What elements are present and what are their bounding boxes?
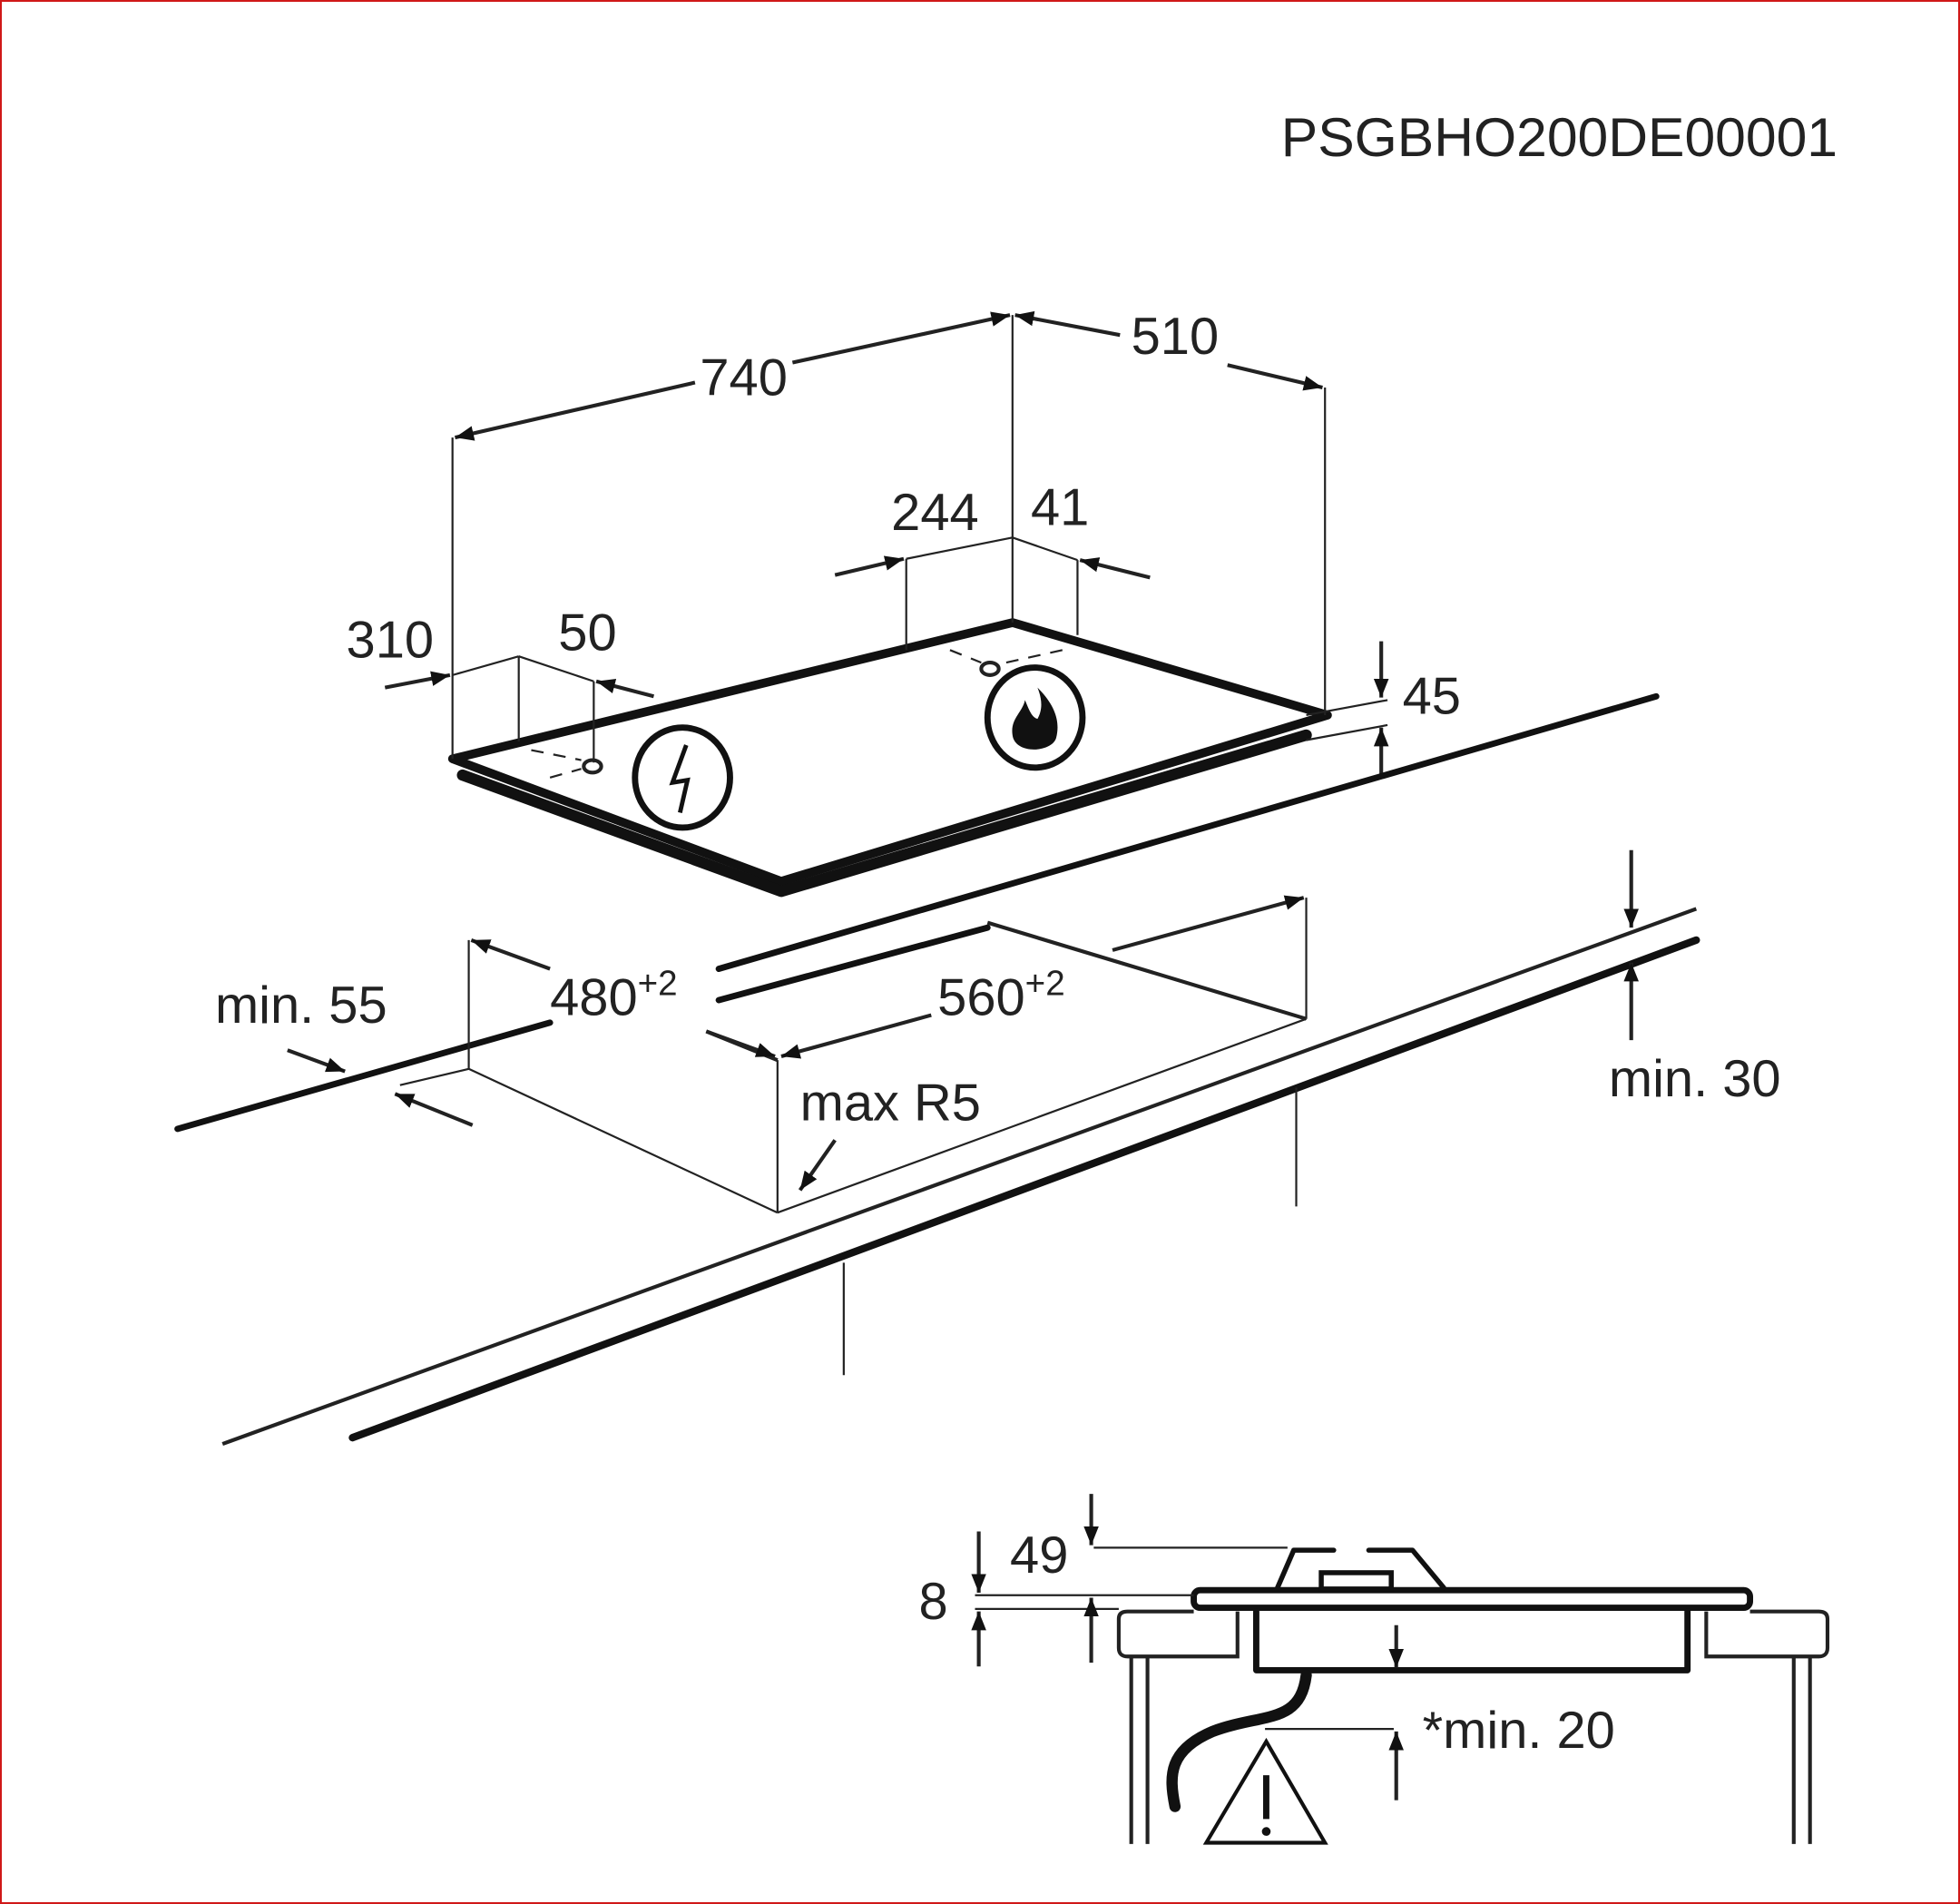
warning-triangle-icon bbox=[1202, 1737, 1328, 1845]
burner-offset-x-label: 244 bbox=[891, 484, 979, 542]
plate-thickness-label: 8 bbox=[919, 1573, 948, 1631]
electric-bolt-icon bbox=[632, 724, 733, 831]
burner-offset-y-label: 41 bbox=[1031, 479, 1089, 537]
depth-label: 510 bbox=[1132, 308, 1220, 366]
top-height-label: 49 bbox=[1010, 1526, 1068, 1585]
height-label: 45 bbox=[1403, 668, 1461, 726]
countertop-drawing bbox=[174, 692, 1700, 1447]
electric-offset-x-label: 310 bbox=[347, 612, 435, 670]
min-clearance-label: *min. 20 bbox=[1423, 1702, 1615, 1760]
min-edge-label: min. 55 bbox=[215, 977, 387, 1035]
corner-radius-label: max R5 bbox=[800, 1074, 981, 1132]
cutout-width-label: 480+2 bbox=[550, 965, 677, 1027]
min-thickness-label: min. 30 bbox=[1609, 1050, 1781, 1108]
section-drawing bbox=[971, 1494, 1830, 1844]
cutout-depth-label: 560+2 bbox=[937, 965, 1064, 1027]
dimension-lines bbox=[384, 310, 1389, 776]
hob-drawing bbox=[447, 315, 1332, 898]
width-label: 740 bbox=[700, 348, 788, 407]
document-code: PSGBHO200DE00001 bbox=[1281, 106, 1838, 168]
electric-offset-y-label: 50 bbox=[558, 604, 616, 662]
gas-flame-icon bbox=[984, 664, 1086, 771]
